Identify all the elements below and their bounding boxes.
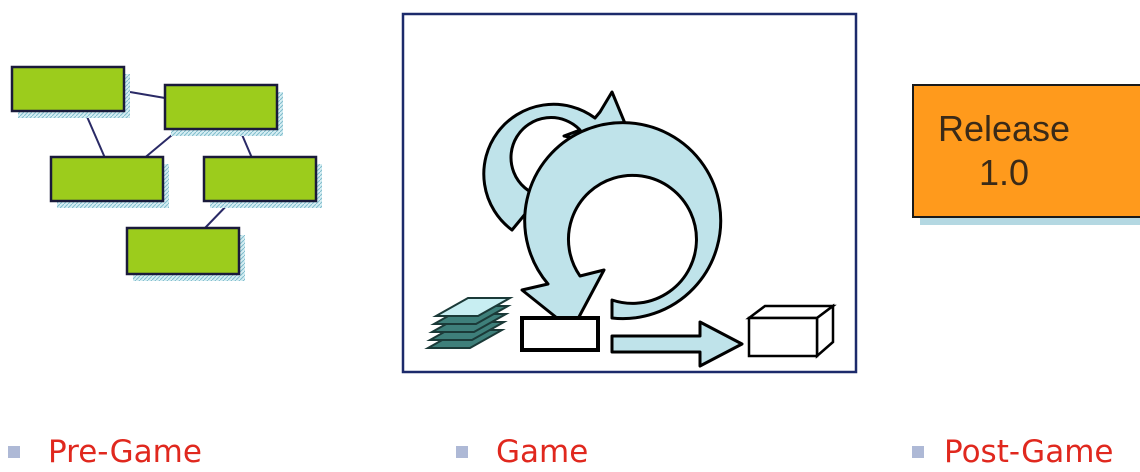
- plan-box: [127, 228, 245, 281]
- bullet-icon: [8, 446, 20, 458]
- pregame-label: Pre-Game: [8, 432, 202, 472]
- pregame-text: Pre-Game: [48, 434, 202, 470]
- postgame-label: Post-Game: [912, 432, 1113, 472]
- pregame-diagram: [12, 67, 322, 281]
- release-box: Release 1.0: [912, 84, 1140, 218]
- plan-box: [165, 85, 283, 136]
- plan-box: [12, 67, 130, 118]
- game-text: Game: [496, 434, 588, 470]
- bullet-icon: [456, 446, 468, 458]
- postgame-text: Post-Game: [944, 434, 1113, 470]
- sprint-backlog-box: [522, 318, 598, 350]
- increment-box-icon: [749, 306, 833, 356]
- plan-box: [204, 157, 322, 208]
- release-version: 1.0: [938, 151, 1070, 195]
- bullet-icon: [912, 446, 924, 458]
- plan-box: [51, 157, 169, 208]
- game-label: Game: [456, 432, 588, 472]
- game-diagram: [403, 14, 856, 372]
- release-title: Release: [938, 107, 1070, 151]
